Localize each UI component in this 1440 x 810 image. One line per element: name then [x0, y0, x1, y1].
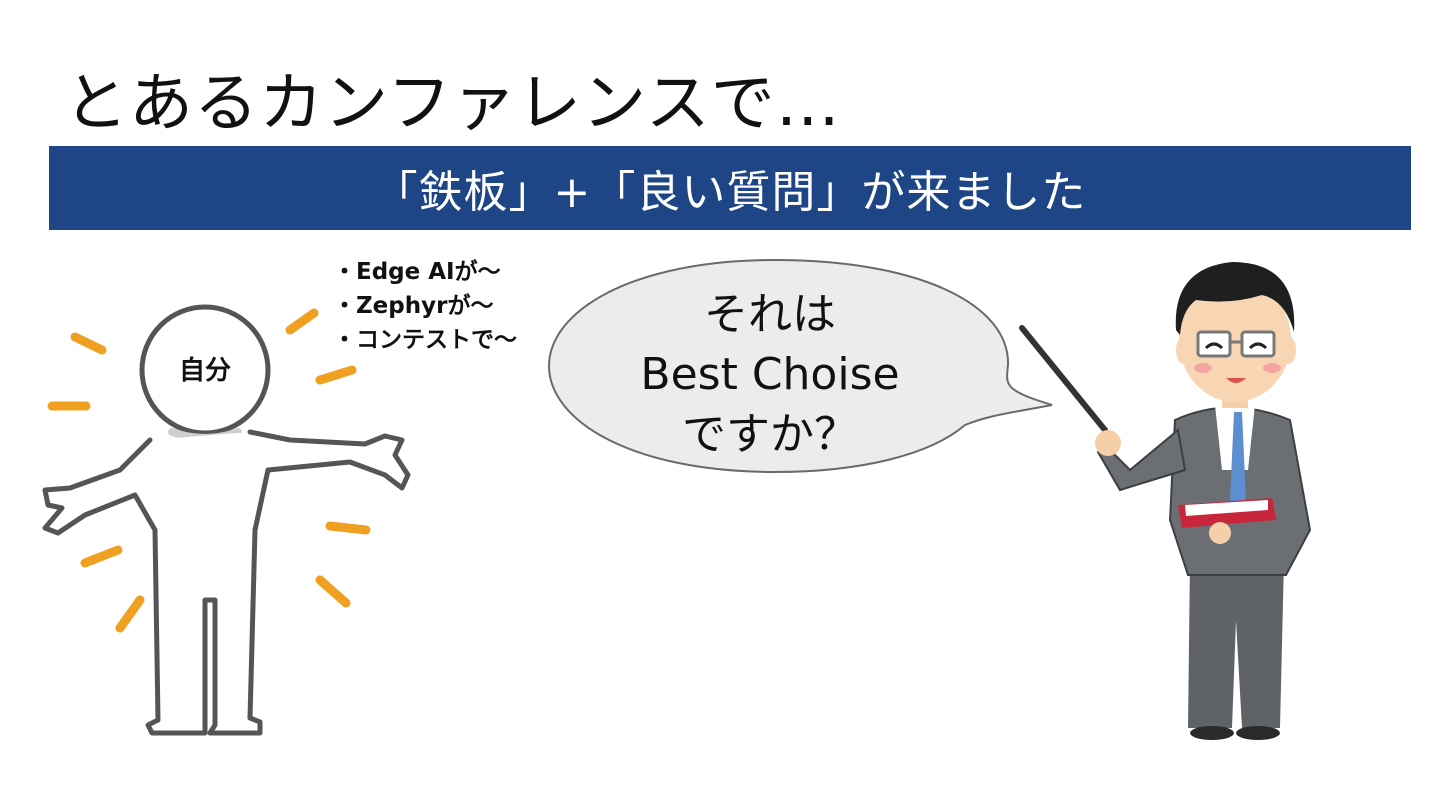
banner-text: 「鉄板」+「良い質問」が来ました — [373, 167, 1087, 218]
presenter-illustration — [1019, 262, 1312, 740]
self-label: 自分 — [178, 356, 231, 386]
self-figure-illustration — [42, 304, 411, 736]
speech-text: それは Best Choise ですか？ — [590, 285, 950, 465]
topic-item: Edge AIが～ — [333, 255, 517, 289]
speech-line: それは — [704, 289, 836, 340]
topic-list: Edge AIが～ Zephyrが～ コンテストで～ — [333, 255, 517, 357]
speech-bubble — [547, 258, 1053, 474]
speech-line: Best Choise — [640, 349, 900, 400]
topic-item: Zephyrが～ — [333, 289, 517, 323]
speech-line: ですか？ — [682, 409, 858, 460]
headline-banner: 「鉄板」+「良い質問」が来ました — [49, 146, 1411, 230]
slide-title: とあるカンファレンスで… — [64, 67, 841, 141]
topic-item: コンテストで～ — [333, 323, 517, 357]
excitement-burst-marks — [47, 308, 371, 633]
